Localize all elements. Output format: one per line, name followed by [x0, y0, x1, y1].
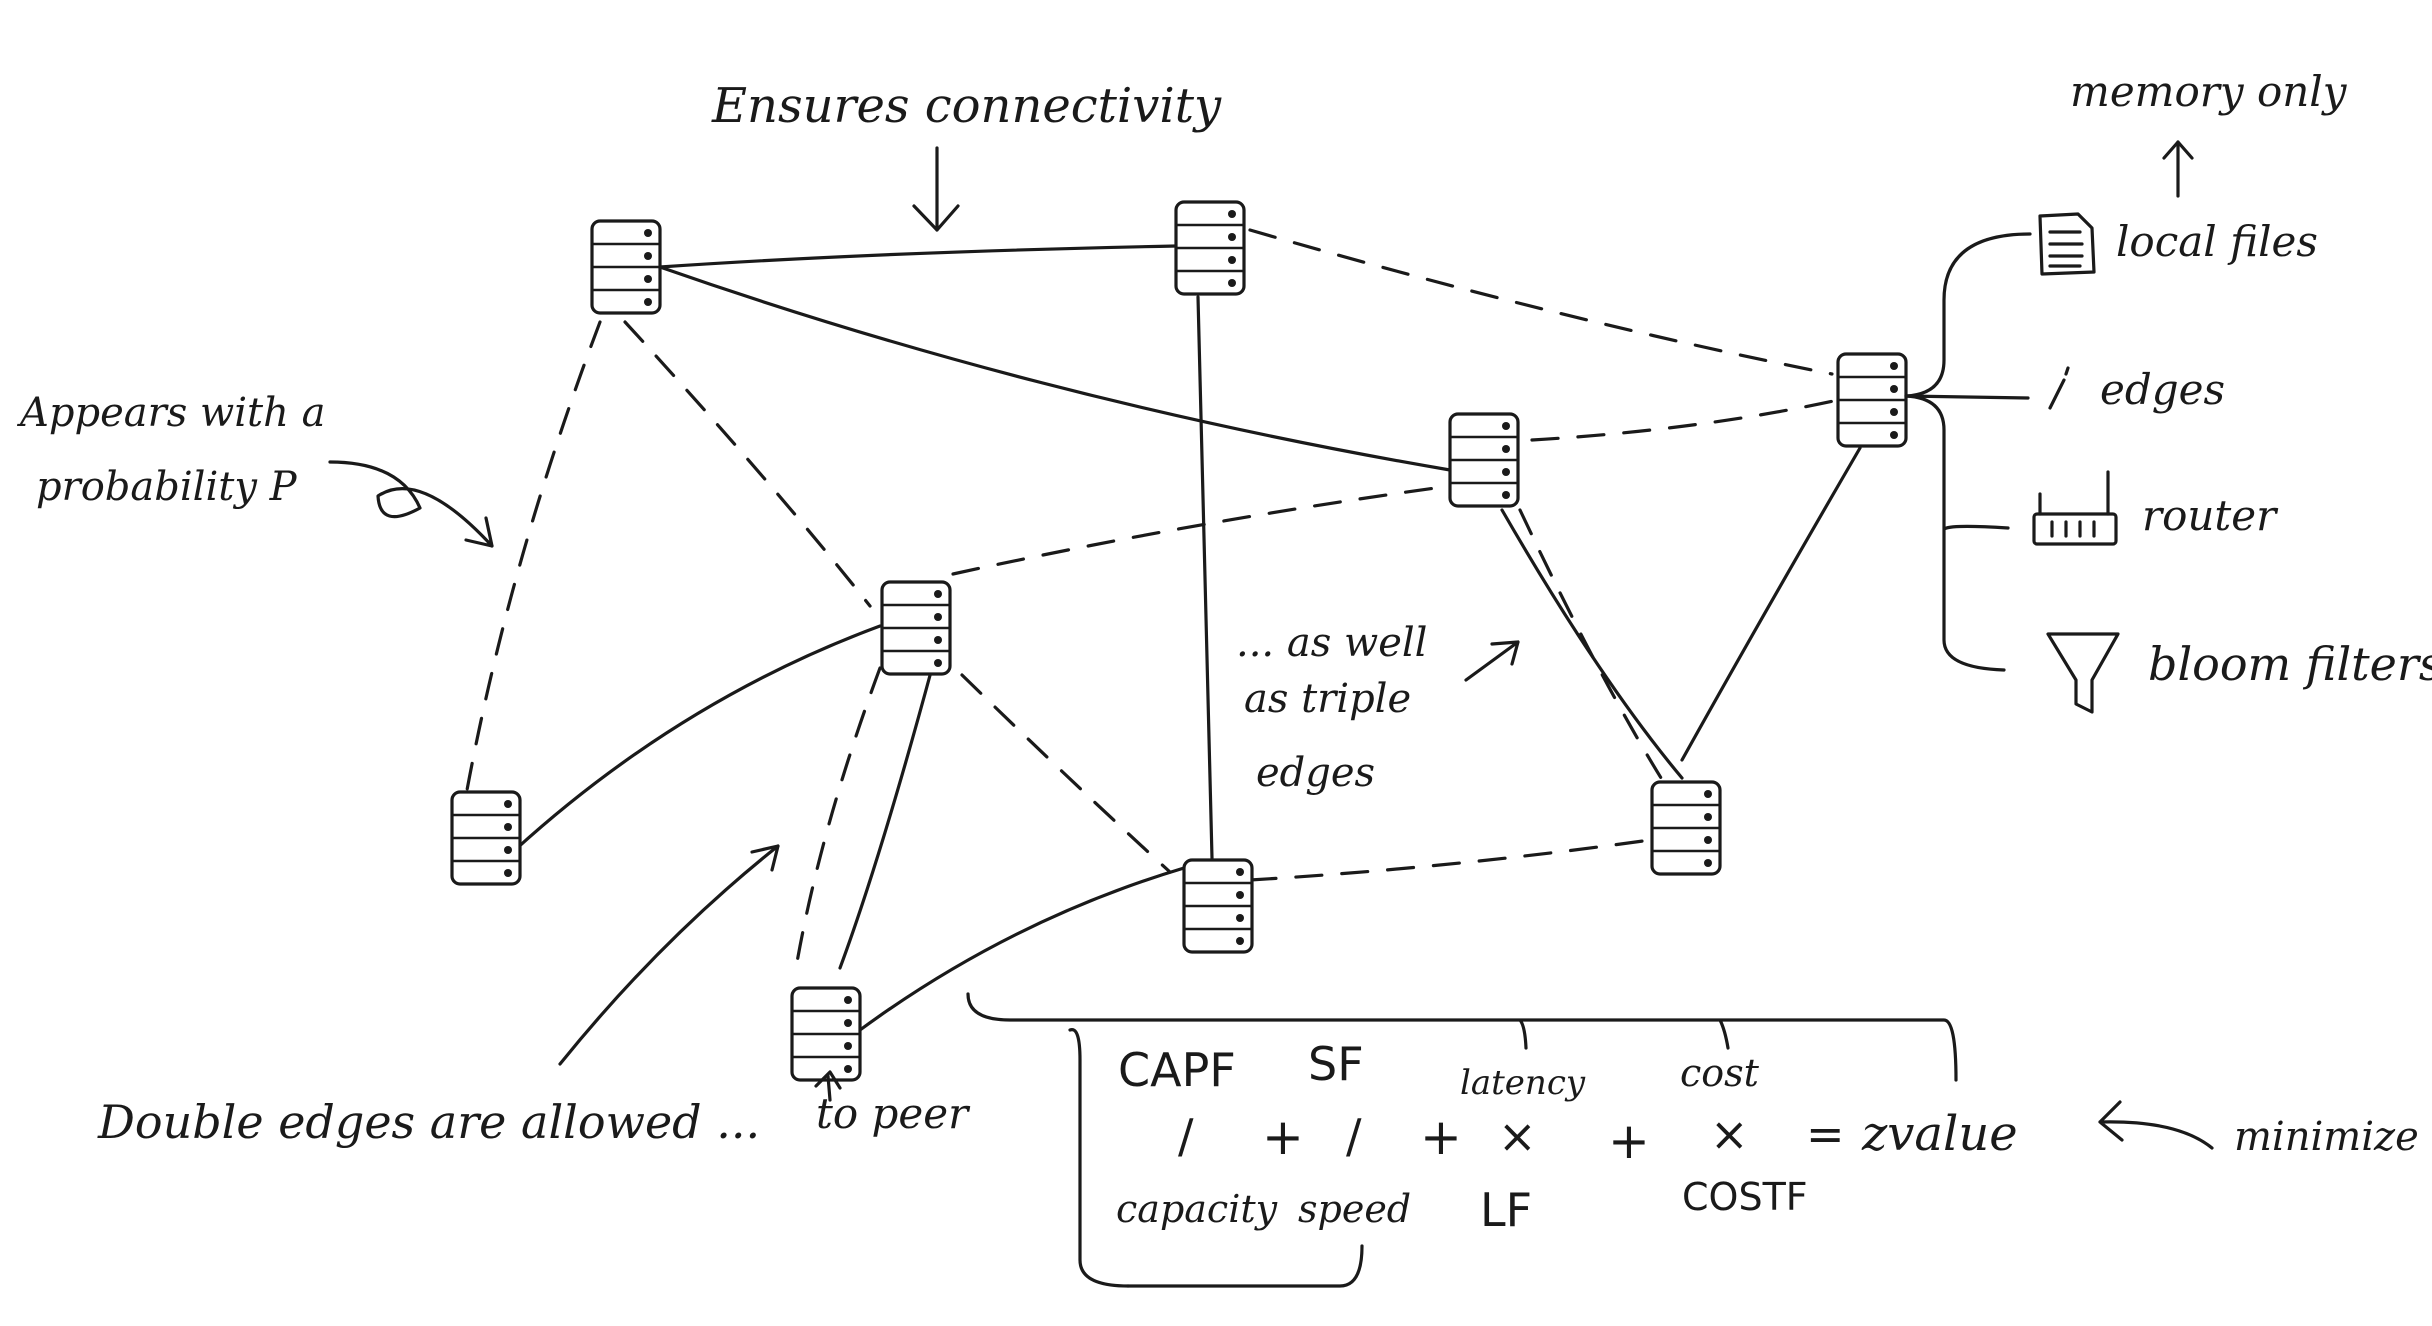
memory-arrow	[2162, 140, 2194, 198]
formula-plus-2: +	[1420, 1108, 1462, 1166]
annotation-memory: memory only	[2070, 67, 2348, 116]
connectivity-arrow	[912, 146, 960, 232]
formula-sf: SF	[1308, 1037, 1364, 1091]
annotation-connectivity: Ensures connectivity	[711, 78, 1222, 134]
edge-solid-4	[513, 624, 882, 852]
edge-dashed-7	[794, 666, 882, 970]
annotation-probability-line2: probability P	[36, 464, 298, 510]
edge-icon	[2048, 366, 2070, 410]
server-node-3	[1448, 412, 1520, 508]
edge-solid-1	[658, 244, 1178, 269]
legend-local-files: local files	[2116, 217, 2318, 266]
server-node-9	[790, 986, 862, 1082]
formula-speed: speed	[1298, 1187, 1411, 1231]
annotation-peer: to peer	[816, 1089, 971, 1138]
edge-dashed-1	[1248, 228, 1834, 376]
triple-arrow	[1464, 640, 1520, 682]
formula-left-brace	[1068, 1028, 1130, 1288]
router-icon	[2032, 470, 2118, 546]
annotation-triple-line2: as triple	[1244, 676, 1411, 722]
minimize-arrow	[2098, 1100, 2214, 1150]
annotation-triple-line1: ... as well	[1236, 620, 1427, 666]
peer-arrow	[814, 1070, 842, 1102]
formula-plus-3: +	[1608, 1112, 1650, 1170]
server-node-7	[1182, 858, 1254, 954]
formula-costf: COSTF	[1682, 1175, 1808, 1219]
annotation-probability-line1: Appears with a	[16, 390, 325, 436]
server-node-5	[880, 580, 952, 676]
formula-latency: latency	[1460, 1063, 1586, 1103]
edge-dashed-4	[623, 320, 872, 608]
file-icon	[2038, 212, 2096, 276]
formula-times-1: ×	[1498, 1109, 1537, 1163]
formula-plus-1: +	[1262, 1108, 1304, 1166]
annotation-triple-line3: edges	[1256, 750, 1375, 796]
legend-edges: edges	[2100, 365, 2225, 414]
formula-slash-1: /	[1178, 1109, 1194, 1163]
edge-solid-7	[1500, 508, 1684, 780]
formula-slash-2: /	[1346, 1109, 1362, 1163]
server-node-1	[590, 219, 662, 315]
server-node-8	[1650, 780, 1722, 876]
edge-dashed-6	[960, 673, 1172, 874]
edge-solid-5	[838, 666, 934, 970]
formula-top-brace	[966, 992, 1958, 1082]
legend-bloom-filters: bloom filters	[2148, 637, 2432, 691]
server-node-4	[1836, 352, 1908, 448]
formula-zvalue: zvalue	[1861, 1106, 2018, 1162]
legend-brace	[1904, 232, 2032, 672]
annotation-minimize: minimize	[2234, 1114, 2419, 1160]
edge-dashed-8	[1518, 508, 1668, 788]
probability-arrow	[328, 460, 494, 548]
edge-dashed-3	[465, 320, 602, 792]
edge-solid-3	[1196, 295, 1214, 860]
formula-capf: CAPF	[1118, 1043, 1236, 1097]
legend-router: router	[2142, 491, 2279, 540]
formula-lf: LF	[1480, 1183, 1532, 1237]
double-arrow	[558, 844, 780, 1066]
edge-dashed-5	[951, 484, 1452, 576]
edge-solid-8	[1680, 446, 1862, 762]
edge-solid-6	[858, 866, 1186, 1032]
edge-dashed-2	[1530, 398, 1840, 442]
annotation-double: Double edges are allowed ...	[97, 1095, 760, 1149]
formula-times-2: ×	[1710, 1107, 1749, 1161]
legend-edge-connector	[1904, 394, 2030, 400]
server-node-6	[450, 790, 522, 886]
formula-equals: =	[1806, 1107, 1845, 1161]
formula-capacity: capacity	[1116, 1187, 1278, 1231]
nodes	[450, 200, 1908, 1082]
formula-cost: cost	[1680, 1051, 1760, 1095]
edge-solid-2	[658, 265, 1452, 472]
edge-dashed-9	[1248, 838, 1652, 882]
edges	[465, 228, 1862, 1032]
formula-bottom-brace	[1126, 1244, 1364, 1288]
server-node-2	[1174, 200, 1246, 296]
funnel-icon	[2046, 632, 2120, 714]
